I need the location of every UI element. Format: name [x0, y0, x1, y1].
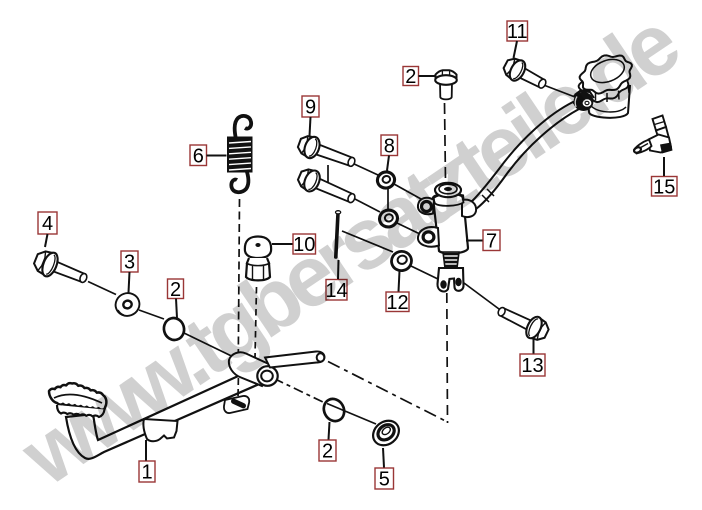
svg-text:2: 2 [405, 66, 416, 88]
svg-text:9: 9 [305, 97, 316, 119]
svg-text:3: 3 [124, 252, 135, 274]
svg-text:4: 4 [42, 213, 53, 235]
svg-text:11: 11 [507, 21, 528, 43]
svg-text:15: 15 [653, 176, 675, 198]
svg-text:2: 2 [322, 441, 333, 463]
svg-text:5: 5 [379, 469, 390, 491]
svg-text:2: 2 [170, 279, 181, 301]
svg-text:10: 10 [293, 234, 315, 256]
svg-text:12: 12 [386, 292, 408, 314]
svg-text:6: 6 [193, 145, 204, 167]
svg-text:1: 1 [141, 462, 152, 484]
svg-text:7: 7 [486, 230, 497, 252]
svg-text:8: 8 [384, 135, 395, 157]
svg-text:14: 14 [325, 280, 347, 302]
svg-text:13: 13 [521, 355, 543, 377]
